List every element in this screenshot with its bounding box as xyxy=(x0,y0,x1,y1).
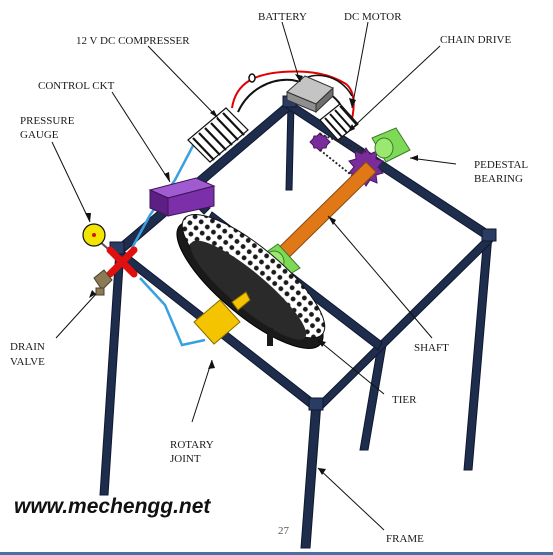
small-sprocket xyxy=(309,132,331,152)
drain-valve xyxy=(93,269,113,296)
label-shaft: SHAFT xyxy=(414,342,449,354)
label-control-ckt: CONTROL CKT xyxy=(38,80,115,92)
label-tier: TIER xyxy=(392,394,417,406)
label-dc-motor: DC MOTOR xyxy=(344,11,402,23)
air-line-valve-to-rotary xyxy=(139,277,206,347)
leader-rotary-joint xyxy=(191,359,213,423)
frame-corner-cap-front xyxy=(308,397,324,411)
label-chain-drive: CHAIN DRIVE xyxy=(440,34,511,46)
bottom-rule xyxy=(0,552,553,555)
label-battery: BATTERY xyxy=(258,11,307,23)
dc-motor xyxy=(319,103,359,141)
compressor xyxy=(187,107,249,163)
label-pedestal-bearing-1: PEDESTAL xyxy=(474,159,528,171)
battery xyxy=(286,75,334,114)
leader-battery xyxy=(281,21,301,83)
leader-drain-valve xyxy=(55,293,97,339)
frame-corner-cap-right xyxy=(481,228,497,242)
leader-dc-motor xyxy=(351,21,369,109)
axle-stub xyxy=(267,328,273,346)
label-compressor: 12 V DC COMPRESSER xyxy=(76,35,190,47)
label-pedestal-bearing-2: BEARING xyxy=(474,173,523,185)
valve-cross xyxy=(106,246,138,278)
leader-chain-drive xyxy=(347,45,441,133)
leader-tier xyxy=(317,339,385,395)
label-frame: FRAME xyxy=(386,533,424,545)
pedestal-bearing-top xyxy=(371,127,411,163)
frame-rear-leg-left xyxy=(285,103,295,191)
leader-lines xyxy=(51,21,457,531)
rotary-joint xyxy=(193,291,251,345)
frame-rear-leg-right xyxy=(463,234,493,471)
control-ckt xyxy=(148,177,216,217)
leader-pressure-gauge xyxy=(51,141,91,223)
leader-shaft xyxy=(327,215,433,339)
leader-control-ckt xyxy=(111,91,171,183)
leader-compressor xyxy=(147,45,219,119)
label-pressure-gauge-2: GAUGE xyxy=(20,129,59,141)
tier xyxy=(176,213,326,349)
leader-arrowheads xyxy=(85,74,418,475)
wire-terminal xyxy=(248,73,256,83)
watermark-text: www.mechengg.net xyxy=(14,495,211,518)
labels: BATTERY DC MOTOR 12 V DC COMPRESSER CHAI… xyxy=(10,11,528,545)
leader-frame xyxy=(317,467,385,531)
chain xyxy=(319,133,367,183)
label-pressure-gauge-1: PRESSURE xyxy=(20,115,75,127)
label-rotary-joint-2: JOINT xyxy=(170,453,201,465)
label-rotary-joint-1: ROTARY xyxy=(170,439,214,451)
label-drain-valve-2: VALVE xyxy=(10,356,45,368)
frame-front-leg-right xyxy=(300,401,322,549)
pressure-gauge xyxy=(82,223,117,257)
page-number: 27 xyxy=(278,525,290,537)
label-drain-valve-1: DRAIN xyxy=(10,341,45,353)
